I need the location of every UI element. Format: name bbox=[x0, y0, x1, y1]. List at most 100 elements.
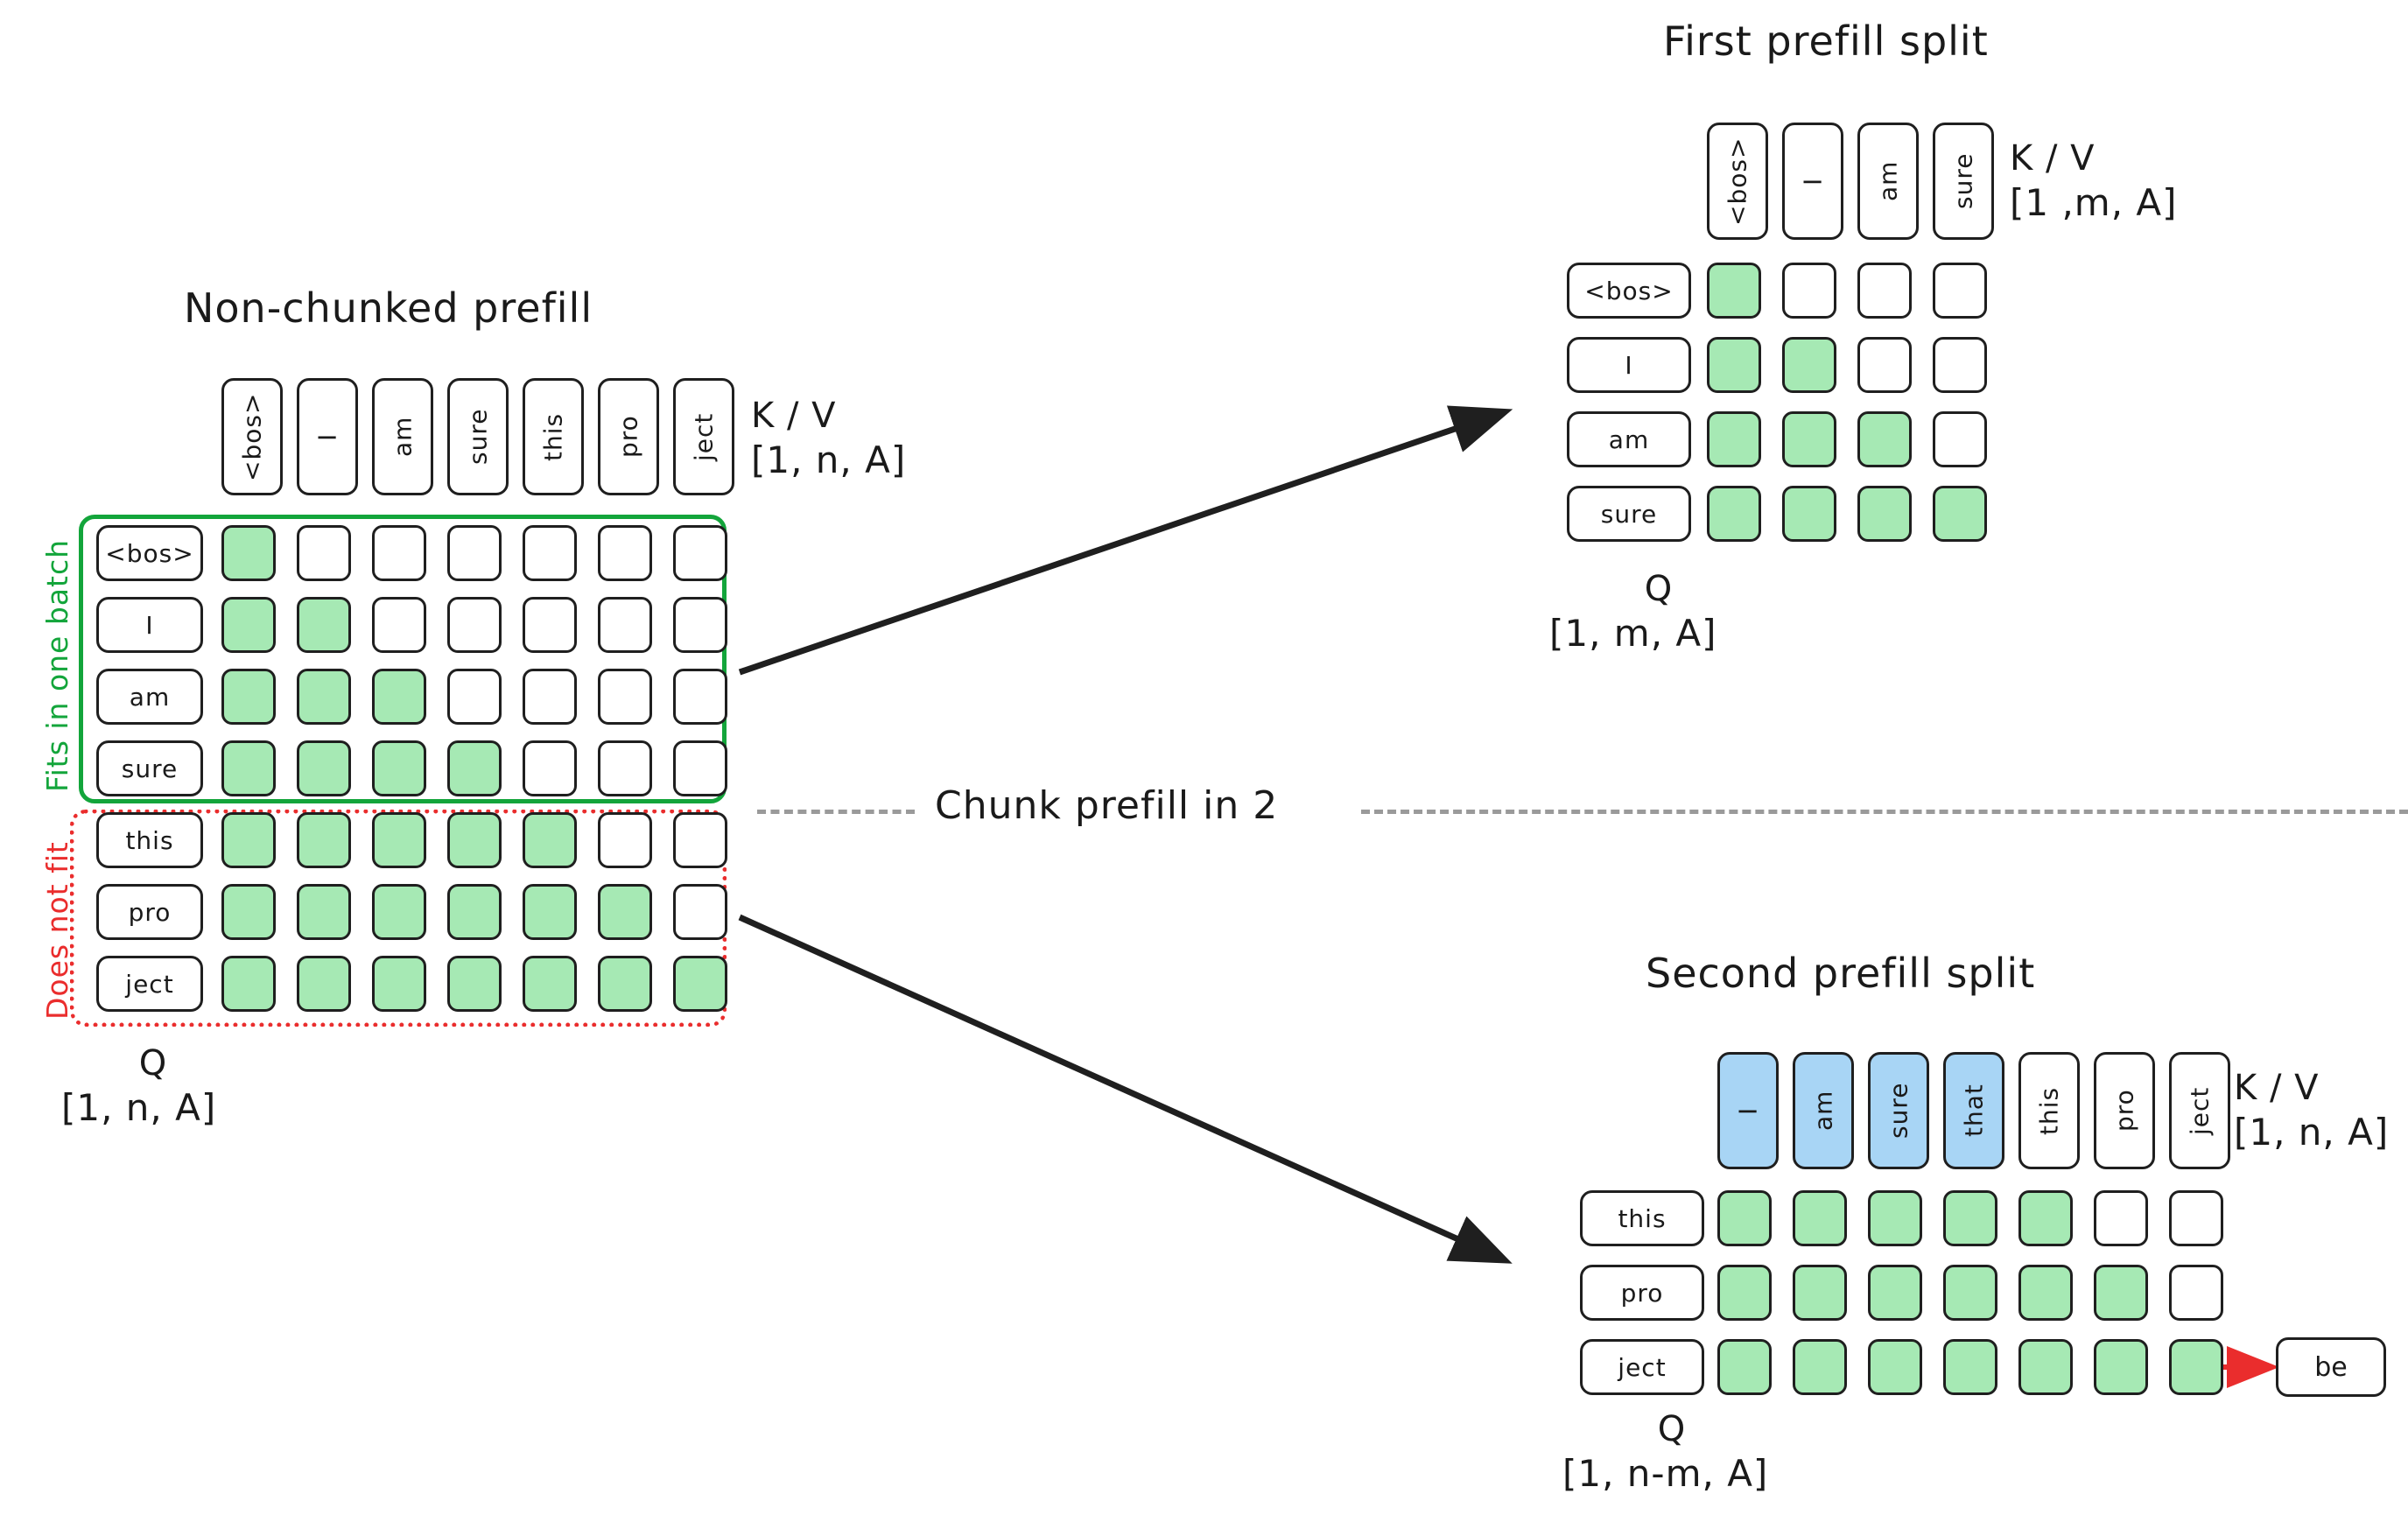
second-split-mask-cell bbox=[2094, 1339, 2148, 1395]
nonchunked-mask-cell bbox=[297, 884, 351, 940]
nonchunked-mask-cell bbox=[523, 956, 577, 1012]
nonchunked-column-header: this bbox=[523, 378, 584, 495]
second-split-mask-cell bbox=[2169, 1190, 2223, 1246]
second-split-kv-line1: K / V bbox=[2234, 1068, 2320, 1108]
second-split-column-header: sure bbox=[1868, 1052, 1929, 1169]
second-split-mask-cell bbox=[2018, 1339, 2073, 1395]
nonchunked-mask-cell bbox=[447, 597, 502, 653]
first-split-mask-cell bbox=[1857, 411, 1912, 467]
nonchunked-mask-cell bbox=[372, 956, 426, 1012]
second-split-mask-cell bbox=[1793, 1339, 1847, 1395]
second-split-column-header: this bbox=[2018, 1052, 2080, 1169]
nonchunked-mask-cell bbox=[447, 669, 502, 725]
second-split-row-label: pro bbox=[1580, 1265, 1704, 1321]
group-fits-in-one-batch bbox=[79, 515, 727, 803]
arrow-to-second-split bbox=[738, 914, 1513, 1264]
nonchunked-mask-cell bbox=[221, 740, 276, 796]
nonchunked-row-label: pro bbox=[96, 884, 203, 940]
first-split-mask-cell bbox=[1857, 263, 1912, 319]
first-split-row-label: am bbox=[1567, 411, 1691, 467]
second-split-mask-cell bbox=[1868, 1339, 1922, 1395]
nonchunked-mask-cell bbox=[673, 669, 727, 725]
second-split-mask-cell bbox=[2018, 1265, 2073, 1321]
second-split-mask-cell bbox=[1868, 1190, 1922, 1246]
first-split-column-header: <bos> bbox=[1707, 123, 1768, 240]
first-split-mask-cell bbox=[1707, 486, 1761, 542]
nonchunked-mask-cell bbox=[447, 525, 502, 581]
second-split-mask-cell bbox=[2094, 1190, 2148, 1246]
nonchunked-mask-cell bbox=[523, 525, 577, 581]
first-split-column-header: sure bbox=[1933, 123, 1994, 240]
nonchunked-mask-cell bbox=[372, 597, 426, 653]
first-split-title: First prefill split bbox=[1663, 18, 1989, 65]
nonchunked-mask-cell bbox=[297, 597, 351, 653]
nonchunked-mask-cell bbox=[523, 597, 577, 653]
first-split-row-label: I bbox=[1567, 337, 1691, 393]
second-split-row-label: this bbox=[1580, 1190, 1704, 1246]
nonchunked-mask-cell bbox=[447, 740, 502, 796]
first-split-mask-cell bbox=[1857, 337, 1912, 393]
nonchunked-column-header: am bbox=[372, 378, 433, 495]
first-split-mask-cell bbox=[1707, 337, 1761, 393]
second-split-mask-cell bbox=[1717, 1265, 1772, 1321]
nonchunked-row-label: am bbox=[96, 669, 203, 725]
nonchunked-mask-cell bbox=[673, 740, 727, 796]
second-split-q-line2: [1, n-m, A] bbox=[1562, 1452, 1769, 1495]
first-split-q-line1: Q bbox=[1644, 569, 1674, 609]
first-split-mask-cell bbox=[1782, 263, 1836, 319]
nonchunked-q-line2: [1, n, A] bbox=[61, 1086, 217, 1129]
nonchunked-row-label: sure bbox=[96, 740, 203, 796]
first-split-column-header: am bbox=[1857, 123, 1919, 240]
nonchunked-kv-label: K / V [1, n, A] bbox=[751, 394, 906, 484]
nonchunked-mask-cell bbox=[297, 956, 351, 1012]
first-split-mask-cell bbox=[1707, 263, 1761, 319]
second-split-column-header: pro bbox=[2094, 1052, 2155, 1169]
second-split-mask-cell bbox=[1793, 1190, 1847, 1246]
first-split-mask-cell bbox=[1707, 411, 1761, 467]
nonchunked-mask-cell bbox=[598, 669, 652, 725]
nonchunked-mask-cell bbox=[221, 669, 276, 725]
first-split-mask-cell bbox=[1782, 486, 1836, 542]
second-split-kv-label: K / V [1, n, A] bbox=[2234, 1066, 2389, 1156]
nonchunked-title: Non-chunked prefill bbox=[184, 284, 593, 332]
nonchunked-kv-line1: K / V bbox=[751, 396, 837, 436]
group-fits-label: Fits in one batch bbox=[40, 538, 74, 792]
nonchunked-mask-cell bbox=[598, 812, 652, 868]
nonchunked-mask-cell bbox=[523, 740, 577, 796]
next-token-chip: be bbox=[2276, 1337, 2386, 1397]
nonchunked-mask-cell bbox=[673, 956, 727, 1012]
second-split-mask-cell bbox=[1717, 1190, 1772, 1246]
nonchunked-row-label: this bbox=[96, 812, 203, 868]
first-split-mask-cell bbox=[1782, 411, 1836, 467]
nonchunked-kv-line2: [1, n, A] bbox=[751, 438, 907, 481]
nonchunked-column-header: sure bbox=[447, 378, 509, 495]
first-split-mask-cell bbox=[1933, 486, 1987, 542]
nonchunked-mask-cell bbox=[297, 669, 351, 725]
group-nofit-label: Does not fit bbox=[40, 841, 74, 1020]
second-split-mask-cell bbox=[2169, 1339, 2223, 1395]
nonchunked-mask-cell bbox=[372, 669, 426, 725]
nonchunked-mask-cell bbox=[598, 740, 652, 796]
nonchunked-column-header: ject bbox=[673, 378, 734, 495]
nonchunked-mask-cell bbox=[447, 812, 502, 868]
nonchunked-mask-cell bbox=[598, 956, 652, 1012]
nonchunked-column-header: <bos> bbox=[221, 378, 283, 495]
first-split-q-label: Q [1, m, A] bbox=[1549, 567, 1717, 657]
nonchunked-mask-cell bbox=[523, 669, 577, 725]
nonchunked-mask-cell bbox=[598, 597, 652, 653]
first-split-q-line2: [1, m, A] bbox=[1549, 612, 1717, 655]
first-split-mask-cell bbox=[1782, 337, 1836, 393]
second-split-mask-cell bbox=[2018, 1190, 2073, 1246]
second-split-column-header: am bbox=[1793, 1052, 1854, 1169]
second-split-mask-cell bbox=[1868, 1265, 1922, 1321]
nonchunked-q-line1: Q bbox=[138, 1043, 168, 1084]
second-split-mask-cell bbox=[2169, 1265, 2223, 1321]
nonchunked-mask-cell bbox=[598, 525, 652, 581]
second-split-mask-cell bbox=[2094, 1265, 2148, 1321]
first-split-row-label: <bos> bbox=[1567, 263, 1691, 319]
first-split-mask-cell bbox=[1933, 337, 1987, 393]
second-split-q-label: Q [1, n-m, A] bbox=[1562, 1407, 1768, 1497]
nonchunked-mask-cell bbox=[523, 812, 577, 868]
nonchunked-mask-cell bbox=[372, 812, 426, 868]
